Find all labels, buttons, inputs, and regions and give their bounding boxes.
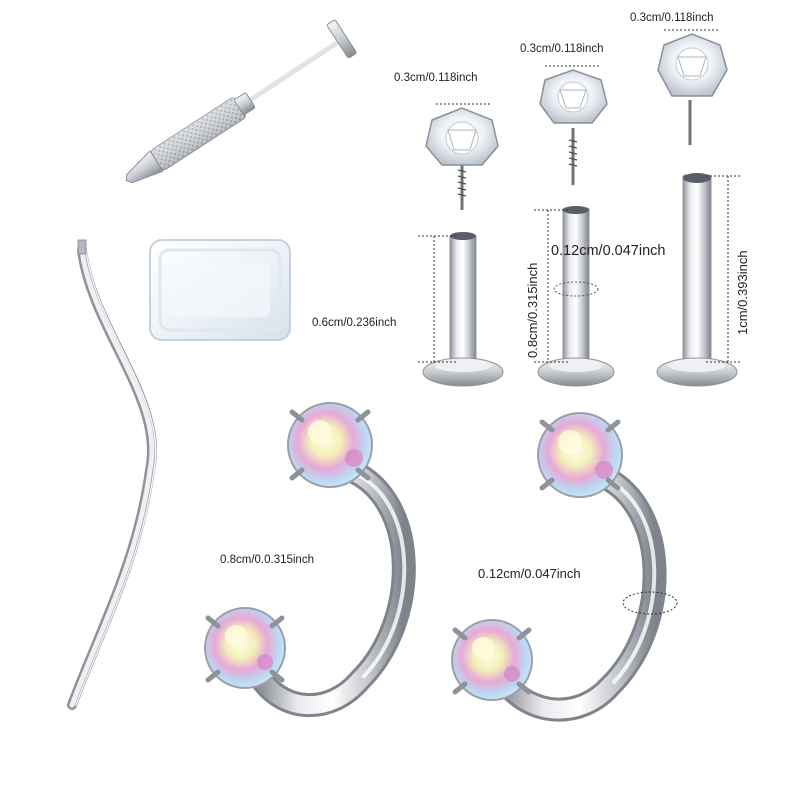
taper-pin-icon bbox=[67, 239, 157, 710]
gem-stud-right bbox=[657, 33, 728, 145]
label-gem-top-left: 0.3cm/0.118inch bbox=[394, 72, 478, 84]
storage-box-icon bbox=[149, 239, 291, 341]
insertion-tool-icon bbox=[125, 19, 357, 184]
label-gem-top-middle: 0.3cm/0.118inch bbox=[520, 43, 604, 55]
horseshoe-ring-right bbox=[451, 412, 678, 722]
label-post-short-length: 0.6cm/0.236inch bbox=[312, 317, 397, 329]
gem-stud-middle bbox=[539, 69, 608, 185]
label-gem-top-right: 0.3cm/0.118inch bbox=[630, 12, 714, 24]
labret-post-short bbox=[422, 232, 504, 387]
gem-stud-left bbox=[425, 107, 499, 210]
label-post-long-length: 1cm/0.393inch bbox=[735, 250, 750, 335]
labret-post-long bbox=[656, 173, 738, 387]
horseshoe-ring-left bbox=[204, 402, 416, 718]
dimension-lines bbox=[418, 29, 742, 363]
labret-post-medium bbox=[537, 206, 615, 387]
label-post-gauge: 0.12cm/0.047inch bbox=[551, 243, 666, 259]
label-horseshoe-right-gauge: 0.12cm/0.047inch bbox=[478, 566, 581, 581]
label-horseshoe-left-size: 0.8cm/0.0.315inch bbox=[220, 554, 314, 566]
label-post-mid-length: 0.8cm/0.315inch bbox=[525, 262, 540, 358]
